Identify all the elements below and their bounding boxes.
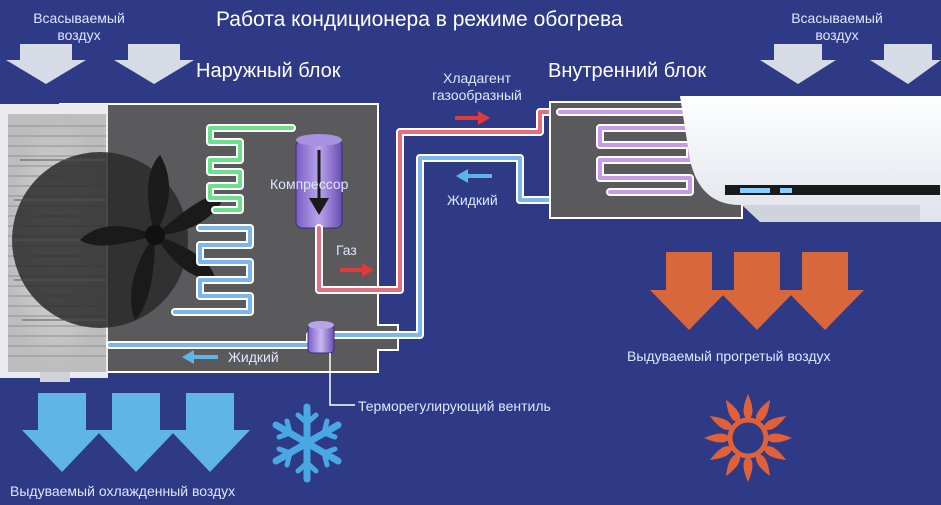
indoor-intake-label: Всасываемый воздух	[791, 10, 883, 43]
refrigerant-gas-label: Хладагент газообразный	[432, 70, 522, 103]
sun-icon	[704, 394, 792, 482]
snowflake-icon	[272, 403, 342, 483]
expansion-valve-icon	[307, 321, 335, 354]
indoor-unit-label: Внутренний блок	[548, 60, 707, 82]
cold-exhaust-label: Выдуваемый охлажденный воздух	[10, 483, 236, 499]
indoor-unit-casing	[680, 96, 941, 222]
cold-exhaust-arrows	[22, 393, 250, 472]
liquid-flow-arrow-outdoor	[182, 350, 218, 364]
outdoor-intake-label: Всасываемый воздух	[33, 10, 125, 43]
diagram-title: Работа кондиционера в режиме обогрева	[216, 8, 623, 31]
intake-arrows-indoor	[760, 44, 941, 84]
compressor-gas-arrow	[340, 263, 374, 277]
indoor-liquid-label: Жидкий	[447, 192, 498, 208]
liquid-flow-arrow-indoor	[456, 169, 492, 183]
compressor-label: Компрессор	[270, 176, 349, 192]
outdoor-coil-blue	[171, 224, 254, 316]
gas-label: Газ	[336, 242, 357, 258]
warm-exhaust-label: Выдуваемый прогретый воздух	[627, 348, 831, 364]
valve-leader-line	[329, 353, 355, 406]
outdoor-coil-green	[206, 124, 296, 214]
compressor-icon	[295, 134, 343, 229]
valve-label: Терморегулирующий вентиль	[358, 398, 551, 414]
fan-icon	[80, 155, 225, 320]
outdoor-liquid-label: Жидкий	[228, 349, 279, 365]
warm-exhaust-arrows	[650, 252, 864, 330]
outdoor-unit-label: Наружный блок	[196, 60, 341, 82]
hot-gas-pipe	[315, 108, 689, 294]
intake-arrows-outdoor	[6, 44, 194, 84]
gas-flow-arrow	[455, 111, 490, 125]
